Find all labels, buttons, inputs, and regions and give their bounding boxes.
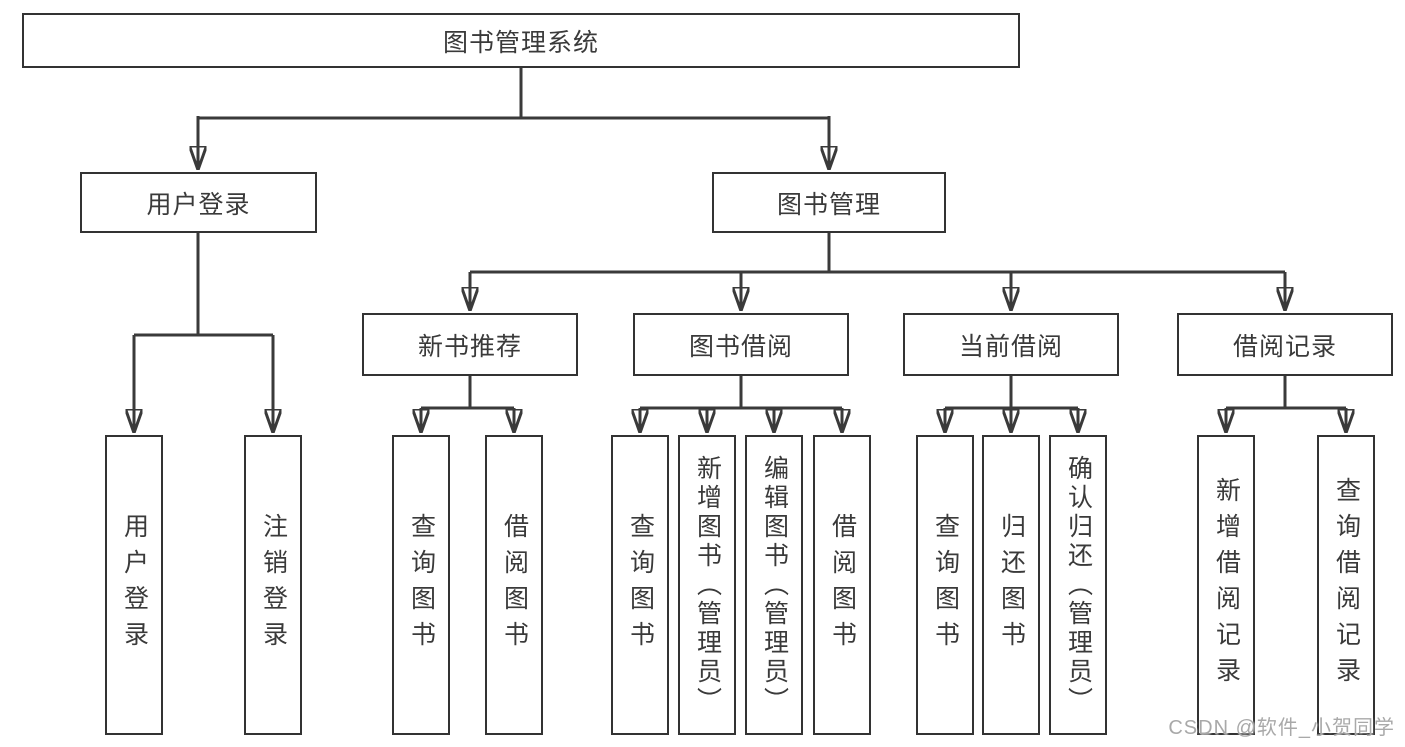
connector-book-mgmt-to-groups: [470, 233, 1285, 311]
leaf-label: 查询图书: [931, 513, 960, 657]
node-library-system: 图书管理系统: [22, 13, 1020, 68]
leaf-confirm-return-admin: 确认归还（管理员）: [1049, 435, 1107, 735]
connector-current-borrow-to-leaves: [945, 376, 1078, 433]
connector-root-to-branches: [197, 68, 830, 170]
leaf-label: 新增图书（管理员）: [693, 454, 722, 716]
node-book-borrowing: 图书借阅: [633, 313, 849, 376]
leaf-query-books-recommend: 查询图书: [392, 435, 450, 735]
node-book-management: 图书管理: [712, 172, 946, 233]
leaf-add-book-admin: 新增图书（管理员）: [678, 435, 736, 735]
leaf-label: 确认归还（管理员）: [1064, 454, 1093, 716]
leaf-label: 借阅图书: [828, 513, 857, 657]
connector-borrow-records-to-leaves: [1226, 376, 1346, 433]
leaf-logout: 注销登录: [244, 435, 302, 735]
leaf-label: 查询借阅记录: [1332, 477, 1361, 693]
leaf-query-borrow-record: 查询借阅记录: [1317, 435, 1375, 735]
leaf-label: 归还图书: [997, 513, 1026, 657]
leaf-add-borrow-record: 新增借阅记录: [1197, 435, 1255, 735]
node-user-login: 用户登录: [80, 172, 317, 233]
connector-book-borrow-to-leaves: [640, 376, 842, 433]
node-current-borrowing: 当前借阅: [903, 313, 1119, 376]
leaf-borrow-books-recommend: 借阅图书: [485, 435, 543, 735]
leaf-label: 查询图书: [407, 513, 436, 657]
leaf-edit-book-admin: 编辑图书（管理员）: [745, 435, 803, 735]
leaf-label: 注销登录: [259, 513, 288, 657]
connector-new-book-to-leaves: [421, 376, 514, 433]
leaf-borrow-books-borrowing: 借阅图书: [813, 435, 871, 735]
leaf-query-books-current: 查询图书: [916, 435, 974, 735]
node-borrow-records: 借阅记录: [1177, 313, 1393, 376]
leaf-query-books-borrowing: 查询图书: [611, 435, 669, 735]
leaf-label: 借阅图书: [500, 513, 529, 657]
leaf-label: 编辑图书（管理员）: [760, 454, 789, 716]
watermark: CSDN @软件_小贺同学: [1168, 717, 1395, 739]
leaf-label: 查询图书: [626, 513, 655, 657]
connector-user-login-to-leaves: [134, 233, 273, 433]
leaf-return-book: 归还图书: [982, 435, 1040, 735]
leaf-label: 新增借阅记录: [1212, 477, 1241, 693]
node-new-book-recommend: 新书推荐: [362, 313, 578, 376]
leaf-user-login: 用户登录: [105, 435, 163, 735]
leaf-label: 用户登录: [120, 513, 149, 657]
